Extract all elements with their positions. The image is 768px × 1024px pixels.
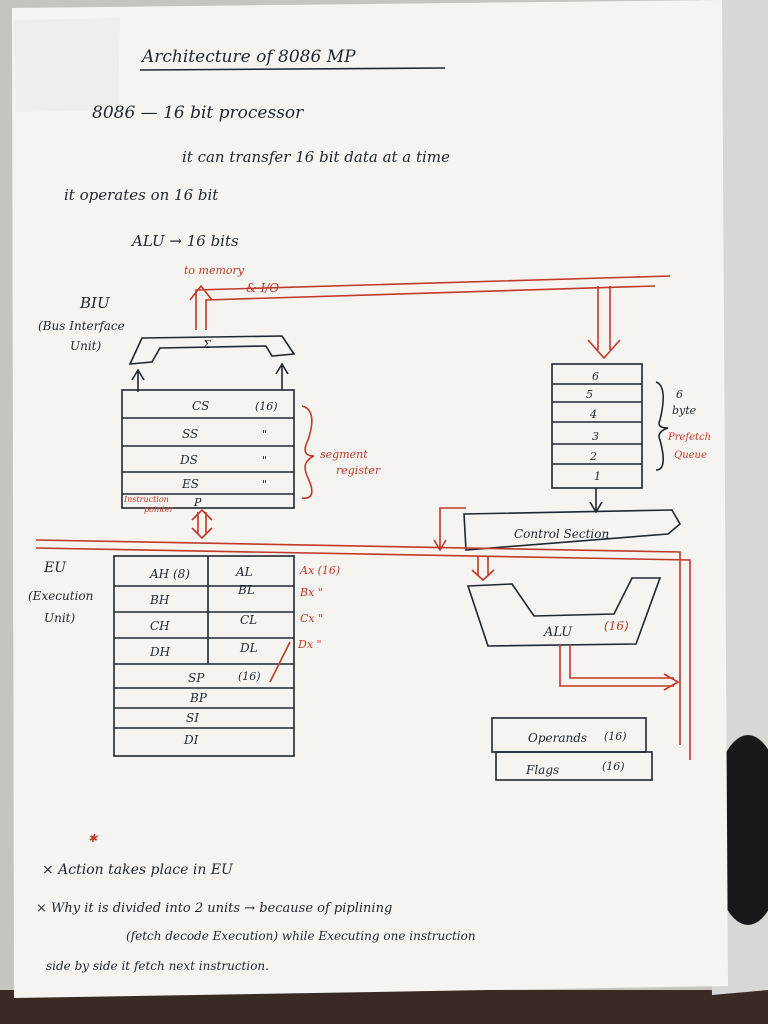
reg-es: ES bbox=[181, 477, 199, 491]
segment-label-2: register bbox=[336, 464, 381, 477]
adder-left-arrow bbox=[131, 368, 145, 392]
queue-slot-1: 1 bbox=[594, 470, 601, 483]
flags-register bbox=[495, 751, 653, 781]
biu-sub-1: (Bus Interface bbox=[38, 319, 125, 333]
adder-sigma: Σ bbox=[202, 338, 211, 351]
internal-bus-upper bbox=[35, 539, 681, 745]
note-line-3: (fetch decode Execution) while Executing… bbox=[126, 929, 476, 943]
flags-size: (16) bbox=[602, 760, 625, 773]
address-adder bbox=[128, 335, 296, 365]
general-register-block bbox=[113, 555, 295, 757]
reg-al: AL bbox=[235, 565, 253, 579]
internal-bus-lower bbox=[35, 547, 691, 760]
reg-sp: SP bbox=[188, 671, 205, 685]
reg-bx: Bx " bbox=[299, 586, 323, 599]
reg-bp: BP bbox=[189, 691, 208, 705]
queue-slot-3: 3 bbox=[592, 430, 599, 443]
bus-to-queue-arrow bbox=[587, 286, 621, 360]
alu-output-arrow bbox=[559, 644, 680, 691]
note-line-4: side by side it fetch next instruction. bbox=[46, 959, 269, 973]
reg-ax: Ax (16) bbox=[299, 564, 340, 577]
reg-ch: CH bbox=[150, 619, 170, 633]
reg-cx: Cx " bbox=[300, 612, 323, 625]
gp-register-rows: AH (8) AL Ax (16) BH BL Bx " CH CL Cx " … bbox=[149, 564, 340, 659]
heading-line-3: it operates on 16 bit bbox=[64, 186, 219, 204]
reg-dh: DH bbox=[149, 645, 171, 659]
queue-slot-5: 5 bbox=[586, 388, 593, 401]
alu-size: (16) bbox=[604, 619, 629, 633]
prefetch-queue bbox=[551, 363, 643, 489]
control-to-alu-arrow bbox=[471, 556, 495, 582]
biu-eu-link bbox=[191, 508, 213, 540]
reg-di: DI bbox=[183, 733, 199, 747]
reg-ah: AH (8) bbox=[149, 567, 190, 581]
reg-bl: BL bbox=[237, 583, 255, 597]
heading-line-2: it can transfer 16 bit data at a time bbox=[182, 148, 450, 166]
note-line-1: × Action takes place in EU bbox=[42, 862, 234, 878]
reg-ss-size: " bbox=[262, 428, 267, 441]
reg-sp-size: (16) bbox=[238, 670, 261, 683]
heading-line-1: 8086 — 16 bit processor bbox=[92, 103, 304, 123]
queue-label-2: byte bbox=[672, 404, 697, 417]
bus-up-arrow bbox=[189, 284, 213, 301]
control-bus-link bbox=[433, 507, 466, 552]
biu-label: BIU bbox=[79, 294, 111, 312]
queue-label-3: Prefetch bbox=[667, 432, 711, 443]
reg-ds-size: " bbox=[262, 454, 267, 467]
heading-line-4: ALU → 16 bits bbox=[130, 232, 239, 250]
queue-brace bbox=[655, 381, 669, 471]
alu-shape bbox=[466, 577, 662, 647]
reg-ds: DS bbox=[179, 453, 198, 467]
notebook-page bbox=[12, 0, 728, 998]
queue-slot-4: 4 bbox=[589, 408, 597, 421]
reg-cl: CL bbox=[240, 613, 257, 627]
register-slash bbox=[269, 641, 291, 683]
folded-corner bbox=[14, 18, 120, 112]
reg-dx: Dx " bbox=[297, 638, 322, 651]
segment-register-block bbox=[121, 389, 295, 509]
segment-label-1: segment bbox=[320, 448, 368, 461]
reg-bh: BH bbox=[149, 593, 170, 607]
queue-slots: 6 5 4 3 2 1 bbox=[552, 370, 642, 483]
adder-right-arrow bbox=[275, 362, 289, 390]
operands-label: Operands bbox=[528, 731, 587, 745]
queue-slot-6: 6 bbox=[592, 370, 599, 383]
reg-si: SI bbox=[186, 711, 199, 725]
reg-cs: CS bbox=[192, 399, 209, 413]
queue-slot-2: 2 bbox=[589, 450, 597, 463]
flags-label: Flags bbox=[525, 763, 559, 777]
control-section bbox=[463, 509, 682, 551]
alu-label: ALU bbox=[543, 625, 573, 640]
reg-ss: SS bbox=[182, 427, 198, 441]
system-bus-lower bbox=[205, 285, 656, 330]
queue-label-1: 6 bbox=[676, 388, 683, 401]
queue-label-4: Queue bbox=[674, 450, 707, 461]
ip-label-2: pointer bbox=[144, 505, 175, 514]
operands-size: (16) bbox=[604, 730, 627, 743]
control-section-label: Control Section bbox=[514, 527, 609, 541]
segment-brace bbox=[301, 405, 315, 499]
page-title: Architecture of 8086 MP bbox=[140, 47, 356, 67]
eu-sub-1: (Execution bbox=[28, 589, 93, 603]
note-mark: ✱ bbox=[88, 832, 98, 845]
title-underline bbox=[139, 67, 446, 71]
ip-label-1: Instruction bbox=[123, 495, 169, 504]
note-line-2: × Why it is divided into 2 units → becau… bbox=[36, 901, 392, 916]
biu-sub-2: Unit) bbox=[70, 339, 102, 353]
segment-register-rows: CS (16) SS " DS " ES " bbox=[179, 399, 278, 491]
to-memory-label: to memory bbox=[184, 264, 245, 277]
reg-es-size: " bbox=[262, 478, 267, 491]
eu-sub-2: Unit) bbox=[44, 611, 76, 625]
instruction-pointer: P bbox=[193, 496, 202, 509]
eu-label: EU bbox=[43, 560, 67, 576]
reg-dl: DL bbox=[239, 641, 258, 655]
reg-cs-size: (16) bbox=[255, 400, 278, 413]
system-bus-upper bbox=[195, 275, 671, 330]
